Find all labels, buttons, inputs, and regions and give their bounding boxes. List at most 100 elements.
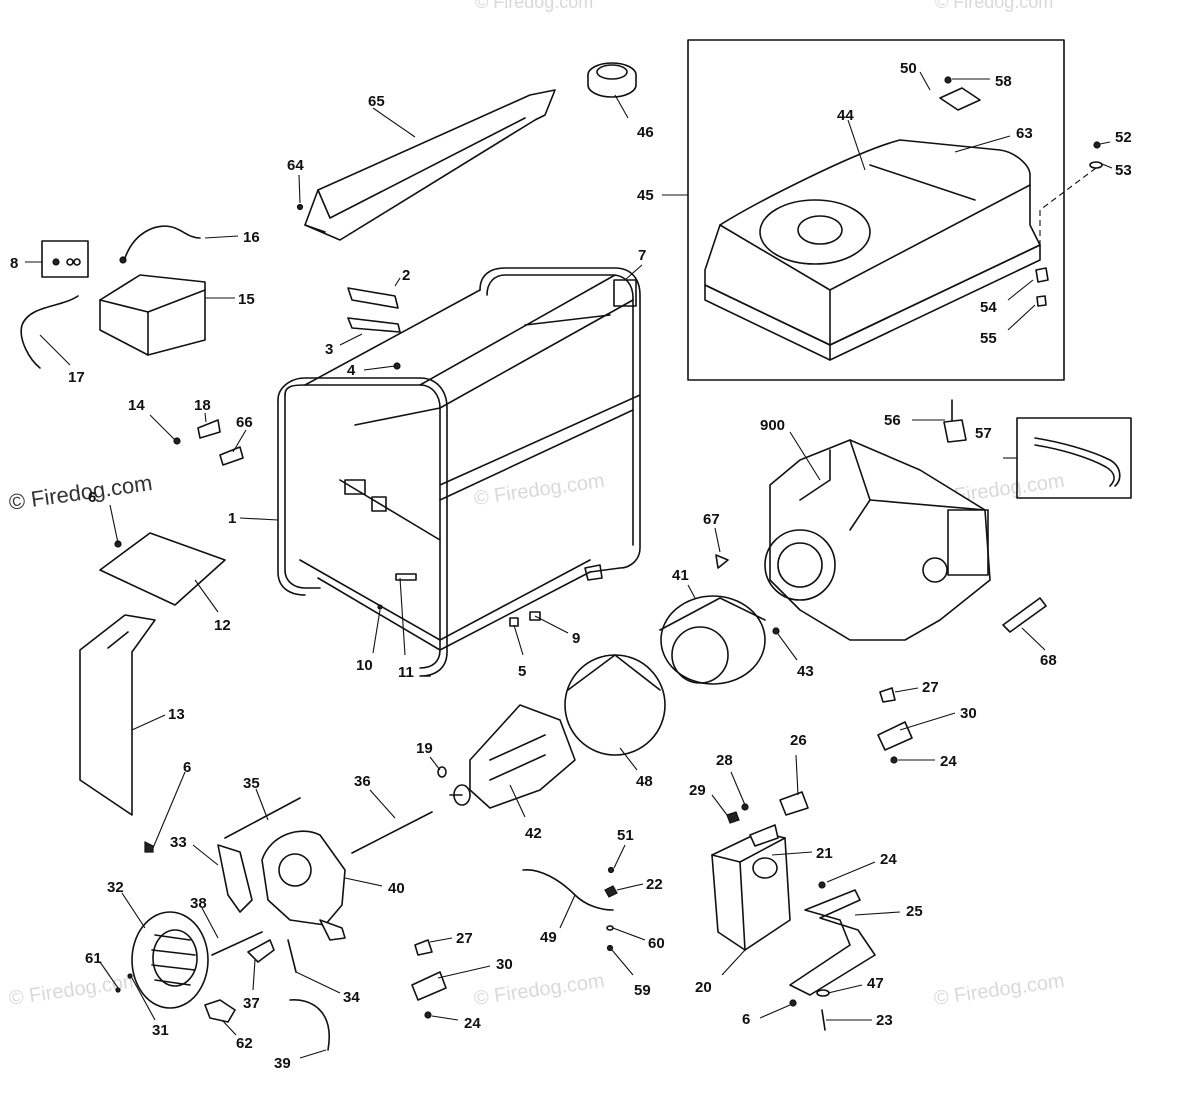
muffler-bracket-part: [789, 889, 876, 996]
decal-part: [395, 573, 417, 581]
callout-24a: 24: [940, 753, 957, 770]
terminal-hardware-box: [41, 240, 89, 278]
screw-part: [789, 999, 797, 1007]
callout-49: 49: [540, 929, 557, 946]
callout-16: 16: [243, 229, 260, 246]
callout-24c: 24: [464, 1015, 481, 1032]
decal-part: [529, 611, 541, 621]
stator-cover-part: [564, 654, 666, 756]
rotor-part: [449, 704, 576, 809]
screw-part: [821, 1009, 826, 1031]
nut-part: [818, 881, 826, 889]
callout-labels: 65 46 64 16 8 15 17 2 3 4 7 14 18 66 6 1…: [10, 60, 1132, 1072]
spring-part: [1002, 597, 1047, 633]
rectifier-part: [287, 939, 297, 973]
decal-part: [509, 617, 519, 627]
battery-cable-part: [20, 295, 79, 369]
callout-63: 63: [1016, 125, 1033, 142]
callout-56: 56: [884, 412, 901, 429]
callout-900: 900: [760, 417, 785, 434]
callout-14: 14: [128, 397, 145, 414]
callout-7: 7: [638, 247, 646, 264]
callout-53: 53: [1115, 162, 1132, 179]
vibration-mount-part: [877, 721, 913, 751]
stator-part: [659, 595, 766, 685]
callout-21: 21: [816, 845, 833, 862]
watermark-faint: © Firedog.com: [8, 970, 141, 1010]
handle-grip-part: [347, 287, 401, 333]
mounting-guide-line: [1039, 167, 1097, 260]
washer-part: [127, 973, 133, 979]
through-bolt-part: [224, 797, 301, 839]
callout-20: 20: [695, 979, 712, 996]
screw-part: [296, 203, 304, 211]
screw-part: [772, 627, 780, 635]
screw-part: [173, 437, 181, 445]
callout-25: 25: [906, 903, 923, 920]
callout-50: 50: [900, 60, 917, 77]
callout-42: 42: [525, 825, 542, 842]
callout-29: 29: [689, 782, 706, 799]
callout-44: 44: [837, 107, 854, 124]
fuel-line-part: [1034, 444, 1115, 487]
callout-5: 5: [518, 663, 526, 680]
callout-33: 33: [170, 834, 187, 851]
muffler-gasket-part: [779, 791, 809, 816]
screw-part: [377, 604, 383, 610]
callout-47: 47: [867, 975, 884, 992]
callout-68: 68: [1040, 652, 1057, 669]
watermark-faint: © Firedog.com: [475, 0, 593, 12]
tank-bracket-part: [939, 87, 981, 111]
ground-wire-part: [522, 869, 614, 911]
label-part: [219, 446, 244, 466]
screw-part: [944, 76, 952, 84]
watermark-main: © Firedog.com: [7, 470, 154, 515]
screw-part: [1093, 141, 1101, 149]
callout-31: 31: [152, 1022, 169, 1039]
rear-bearing-carrier-part: [261, 830, 346, 941]
callout-6c: 6: [742, 1011, 750, 1028]
brush-holder-part: [247, 939, 275, 963]
callout-40: 40: [388, 880, 405, 897]
callout-26: 26: [790, 732, 807, 749]
screw-part: [211, 931, 263, 956]
callout-2: 2: [402, 267, 410, 284]
screw-part: [115, 987, 121, 993]
nut-part: [890, 756, 898, 764]
callout-24b: 24: [880, 851, 897, 868]
callout-30a: 30: [960, 705, 977, 722]
callout-54: 54: [980, 299, 997, 316]
callout-58: 58: [995, 73, 1012, 90]
nut-part: [604, 885, 618, 898]
connector-part: [204, 999, 236, 1023]
engine-part: [764, 439, 991, 641]
callout-59: 59: [634, 982, 651, 999]
callout-60: 60: [648, 935, 665, 952]
fuel-tank-group-box: [687, 39, 1065, 381]
callout-11: 11: [398, 664, 414, 681]
callout-34: 34: [343, 989, 360, 1006]
callout-1: 1: [228, 510, 236, 527]
cable-terminal-part: [119, 256, 127, 264]
side-bracket-part: [79, 614, 156, 816]
callout-64: 64: [287, 157, 304, 174]
callout-28: 28: [716, 752, 733, 769]
callout-18: 18: [194, 397, 211, 414]
callout-41: 41: [672, 567, 689, 584]
screw-part: [144, 841, 154, 853]
callout-23: 23: [876, 1012, 893, 1029]
end-cover-part: [131, 911, 209, 1009]
callout-9: 9: [572, 630, 580, 647]
callout-6a: 6: [88, 489, 96, 506]
nut-part: [52, 258, 60, 266]
callout-27b: 27: [456, 930, 473, 947]
callout-15: 15: [238, 291, 255, 308]
callout-55: 55: [980, 330, 997, 347]
washer-part: [1089, 161, 1103, 169]
panel-plate-part: [99, 532, 226, 606]
callout-36: 36: [354, 773, 371, 790]
nut-part: [726, 811, 740, 824]
callout-43: 43: [797, 663, 814, 680]
battery-cable-part: [124, 225, 201, 259]
